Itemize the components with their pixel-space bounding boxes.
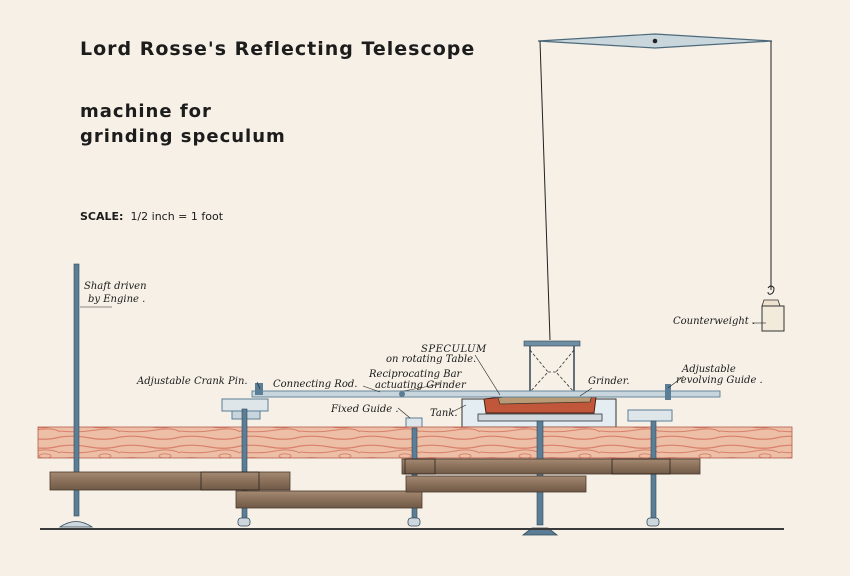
leader-lines [80,306,766,419]
revolving-guide-bracket [627,384,673,422]
page-subtitle-line-1: machine for [80,101,212,122]
counterweight-hook [767,285,775,295]
label-speculum-line-1: SPECULUM [421,344,487,355]
page-title: Lord Rosse's Reflecting Telescope [80,38,476,60]
label-counterweight: Counterweight . [673,316,755,327]
label-shaft-line-1: Shaft driven [84,281,147,292]
label-grinder: Grinder. [588,376,630,387]
label-tank: Tank. [430,408,458,419]
drive-pulleys [49,458,701,509]
suspension-cord [539,40,551,341]
label-connecting-rod: Connecting Rod. [273,379,357,390]
tank-assembly [461,392,617,428]
scale-prefix: SCALE: [80,210,124,223]
label-crank-pin: Adjustable Crank Pin. [136,376,248,387]
label-shaft-line-2: by Engine . [88,294,145,305]
fixed-guide [405,417,423,429]
label-guide-line-1: Adjustable [681,364,736,375]
reciprocating-bar [251,390,721,398]
part-labels: Shaft driven by Engine . Counterweight .… [84,281,763,419]
lever-pivot [652,38,658,44]
label-reciprocating-line-2: actuating Grinder [375,380,467,391]
label-guide-line-2: revolving Guide . [676,375,763,386]
label-speculum-line-2: on rotating Table. [386,354,476,365]
counterweight [761,305,785,332]
page-subtitle-line-2: grinding speculum [80,126,286,147]
rotating-table [477,413,603,422]
label-reciprocating-line-1: Reciprocating Bar [368,369,463,380]
engine-shaft [73,263,80,517]
label-fixed-guide: Fixed Guide . [330,404,399,415]
scale-value: 1/2 inch = 1 foot [130,210,224,223]
grinder-frame [510,340,590,393]
scale-note: SCALE: 1/2 inch = 1 foot [80,210,223,223]
counterweight-assembly [537,33,785,341]
